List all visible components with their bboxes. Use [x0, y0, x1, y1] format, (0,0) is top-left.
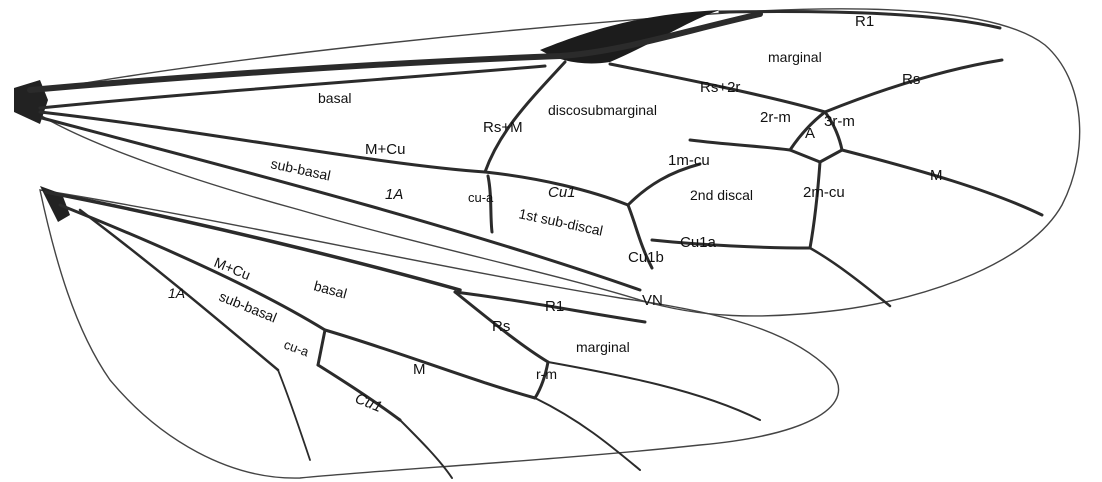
cu1a-vein [652, 240, 810, 248]
hw-label-m: M [413, 361, 426, 378]
label-marginal: marginal [768, 49, 822, 65]
hw-label-sub-basal: sub-basal [217, 288, 279, 326]
hw-label-r-m: r-m [536, 366, 557, 382]
label-basal: basal [318, 90, 351, 106]
cell-a-lower-vein [790, 150, 842, 162]
label-discosubmarginal: discosubmarginal [548, 102, 657, 118]
label-cu1a: Cu1a [680, 234, 717, 251]
label-1a: 1A [385, 186, 403, 203]
forewing [14, 9, 1080, 316]
label-3r-m: 3r-m [824, 113, 855, 130]
m-cu-vein [40, 112, 485, 172]
hw-label-cu-a: cu-a [282, 337, 312, 360]
hw-label-rs: Rs [492, 318, 510, 335]
label-2r-m: 2r-m [760, 109, 791, 126]
hindwing-outline [40, 190, 839, 478]
hw-label-cu1: Cu1 [353, 390, 385, 416]
hw-m-vein [325, 330, 535, 398]
hw-rs-outer-vein [548, 362, 760, 420]
label-1m-cu: 1m-cu [668, 152, 710, 169]
label-2nd-discal: 2nd discal [690, 187, 753, 203]
label-rs: Rs [902, 71, 920, 88]
hw-label-1a: 1A [168, 285, 185, 301]
hindwing [40, 186, 839, 478]
cu1a-outer-vein [810, 248, 890, 306]
hw-one-a-outer-vein [278, 370, 310, 460]
label-rs-m: Rs+M [483, 119, 523, 136]
m-upper-vein [690, 140, 790, 150]
hw-label-basal: basal [312, 277, 348, 301]
hw-label-marginal: marginal [576, 339, 630, 355]
label-cu1: Cu1 [548, 184, 576, 201]
label-cu-a: cu-a [468, 190, 494, 205]
hw-cu-a-vein [318, 330, 325, 365]
label-2m-cu: 2m-cu [803, 184, 845, 201]
label-r1: R1 [855, 13, 874, 30]
label-rs-2r: Rs+2r [700, 79, 740, 96]
label-a: A [805, 125, 815, 142]
label-m: M [930, 167, 943, 184]
hw-label-vn: VN [642, 292, 663, 309]
label-1st-sub-discal: 1st sub-discal [517, 205, 604, 238]
hindwing-costa-vein [46, 192, 460, 290]
hw-label-r1: R1 [545, 298, 564, 315]
label-m-cu: M+Cu [365, 141, 405, 158]
two-m-cu-vein [810, 162, 820, 248]
label-cu1b: Cu1b [628, 249, 664, 266]
hw-m-outer-vein [535, 398, 640, 470]
one-a-vein [42, 118, 640, 290]
